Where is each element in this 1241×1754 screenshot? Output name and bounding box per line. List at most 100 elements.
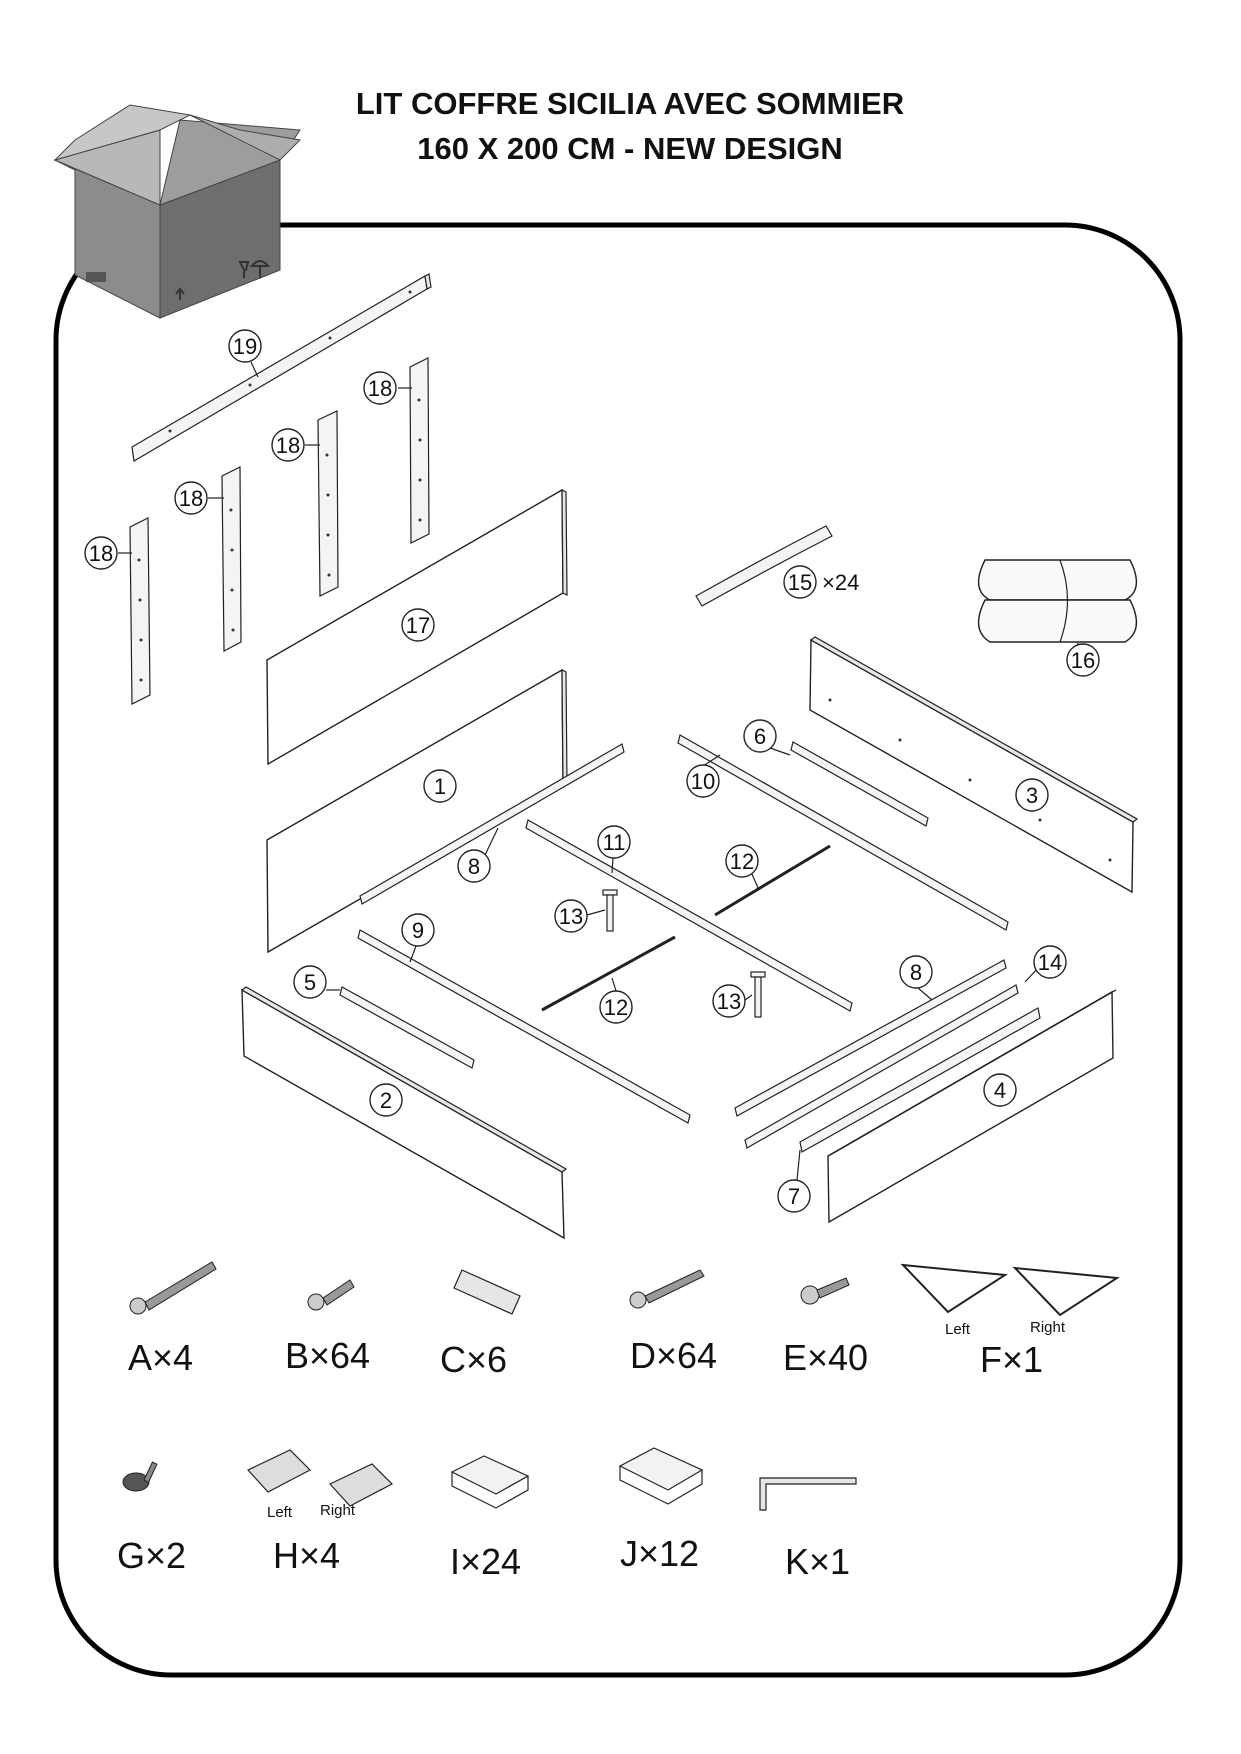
callout-12b: 12 [599, 977, 633, 1024]
title-line-1: LIT COFFRE SICILIA AVEC SOMMIER [355, 86, 905, 121]
part-15-quantity: ×24 [822, 570, 859, 595]
svg-text:J×12: J×12 [620, 1533, 699, 1574]
hardware-e-short-screw: E×40 [783, 1277, 868, 1378]
svg-text:6: 6 [754, 724, 766, 749]
callout-1: 1 [423, 769, 457, 803]
hardware-b-short-bolt: B×64 [285, 1279, 370, 1376]
part-18-slats [129, 357, 430, 705]
part-11-centre-rail [525, 819, 853, 1012]
hardware-a-long-bolt: A×4 [128, 1261, 217, 1378]
cardboard-box-icon [53, 104, 302, 319]
part-13-legs [602, 889, 766, 1018]
callout-18d: 18 [84, 536, 132, 570]
svg-text:5: 5 [304, 970, 316, 995]
hardware-j-double-slat-holder: J×12 [618, 1447, 704, 1574]
part-5-rail [339, 986, 475, 1069]
callout-2: 2 [369, 1083, 403, 1117]
part-6-rail [790, 741, 929, 827]
svg-text:15: 15 [788, 570, 812, 595]
part-17-edge [561, 489, 568, 596]
svg-text:D×64: D×64 [630, 1335, 717, 1376]
callout-7: 7 [777, 1149, 811, 1213]
svg-text:Right: Right [320, 1502, 356, 1519]
part-8-rail-upper [359, 743, 625, 905]
svg-text:Right: Right [1030, 1319, 1066, 1336]
svg-text:17: 17 [406, 613, 430, 638]
hardware-c-wooden-dowel: C×6 [440, 1269, 521, 1380]
callout-15: 15 ×24 [783, 565, 859, 599]
svg-text:Left: Left [945, 1321, 971, 1338]
svg-text:K×1: K×1 [785, 1541, 850, 1582]
hardware-h-connector-bracket: Left Right H×4 [247, 1449, 394, 1576]
svg-text:E×40: E×40 [783, 1337, 868, 1378]
callout-4: 4 [983, 1073, 1017, 1107]
callout-19: 19 [228, 329, 262, 378]
svg-text:13: 13 [717, 989, 741, 1014]
part-8-rail-lower [734, 959, 1007, 1117]
callout-12a: 12 [725, 844, 759, 889]
callout-18c: 18 [174, 481, 224, 515]
fragile-glass-icon [238, 261, 250, 278]
svg-text:1: 1 [434, 774, 446, 799]
hardware-d-wood-screw: D×64 [629, 1269, 717, 1376]
callout-17: 17 [401, 608, 435, 642]
svg-text:H×4: H×4 [273, 1535, 340, 1576]
part-15-slat [695, 525, 833, 607]
svg-text:18: 18 [179, 486, 203, 511]
svg-text:9: 9 [412, 918, 424, 943]
part-2-edge [240, 986, 568, 1173]
part-16-rolled-mattress [977, 559, 1138, 643]
svg-text:8: 8 [910, 960, 922, 985]
callout-14: 14 [1024, 945, 1067, 983]
part-4-edge [827, 989, 1117, 1157]
svg-text:Left: Left [267, 1504, 293, 1521]
hardware-g-adjustable-foot: G×2 [117, 1461, 186, 1576]
callout-13a: 13 [554, 899, 606, 933]
part-1-edge [561, 669, 568, 785]
svg-text:G×2: G×2 [117, 1535, 186, 1576]
part-3-edge [809, 636, 1139, 823]
hardware-i-slat-holder: I×24 [450, 1455, 530, 1582]
callout-10: 10 [686, 754, 721, 798]
svg-text:13: 13 [559, 904, 583, 929]
callout-18b: 18 [271, 428, 320, 462]
part-14-rail [744, 984, 1019, 1149]
title-line-2: 160 X 200 CM - NEW DESIGN [417, 131, 843, 166]
svg-text:4: 4 [994, 1078, 1006, 1103]
part-19-top-rail [131, 273, 432, 462]
svg-text:18: 18 [89, 541, 113, 566]
keep-dry-umbrella-icon [249, 260, 271, 278]
callout-11: 11 [597, 825, 631, 874]
svg-text:B×64: B×64 [285, 1335, 370, 1376]
callout-8b: 8 [899, 955, 933, 1001]
svg-text:14: 14 [1038, 950, 1062, 975]
svg-text:C×6: C×6 [440, 1339, 507, 1380]
callout-18a: 18 [363, 371, 412, 405]
part-7-rail [799, 1007, 1041, 1153]
hardware-k-allen-key: K×1 [759, 1477, 857, 1582]
svg-text:19: 19 [233, 334, 257, 359]
hardware-f-gas-lift: Left Right F×1 [900, 1263, 1120, 1380]
part-3-side-panel [809, 638, 1134, 894]
callout-13b: 13 [712, 984, 753, 1018]
svg-text:18: 18 [368, 376, 392, 401]
callout-8a: 8 [457, 827, 499, 883]
svg-text:10: 10 [691, 769, 715, 794]
svg-text:18: 18 [276, 433, 300, 458]
svg-text:12: 12 [604, 995, 628, 1020]
part-10-long-rail [677, 734, 1009, 931]
svg-text:7: 7 [788, 1184, 800, 1209]
callout-6: 6 [743, 719, 791, 756]
part-12-cross-bars [541, 844, 831, 1012]
callout-9: 9 [401, 913, 435, 963]
svg-text:3: 3 [1026, 783, 1038, 808]
svg-text:A×4: A×4 [128, 1337, 193, 1378]
svg-text:16: 16 [1071, 648, 1095, 673]
svg-text:F×1: F×1 [980, 1339, 1043, 1380]
svg-text:8: 8 [468, 854, 480, 879]
svg-text:I×24: I×24 [450, 1541, 521, 1582]
svg-text:11: 11 [603, 830, 626, 855]
callout-3: 3 [1015, 778, 1049, 812]
this-way-up-icon [175, 287, 185, 300]
